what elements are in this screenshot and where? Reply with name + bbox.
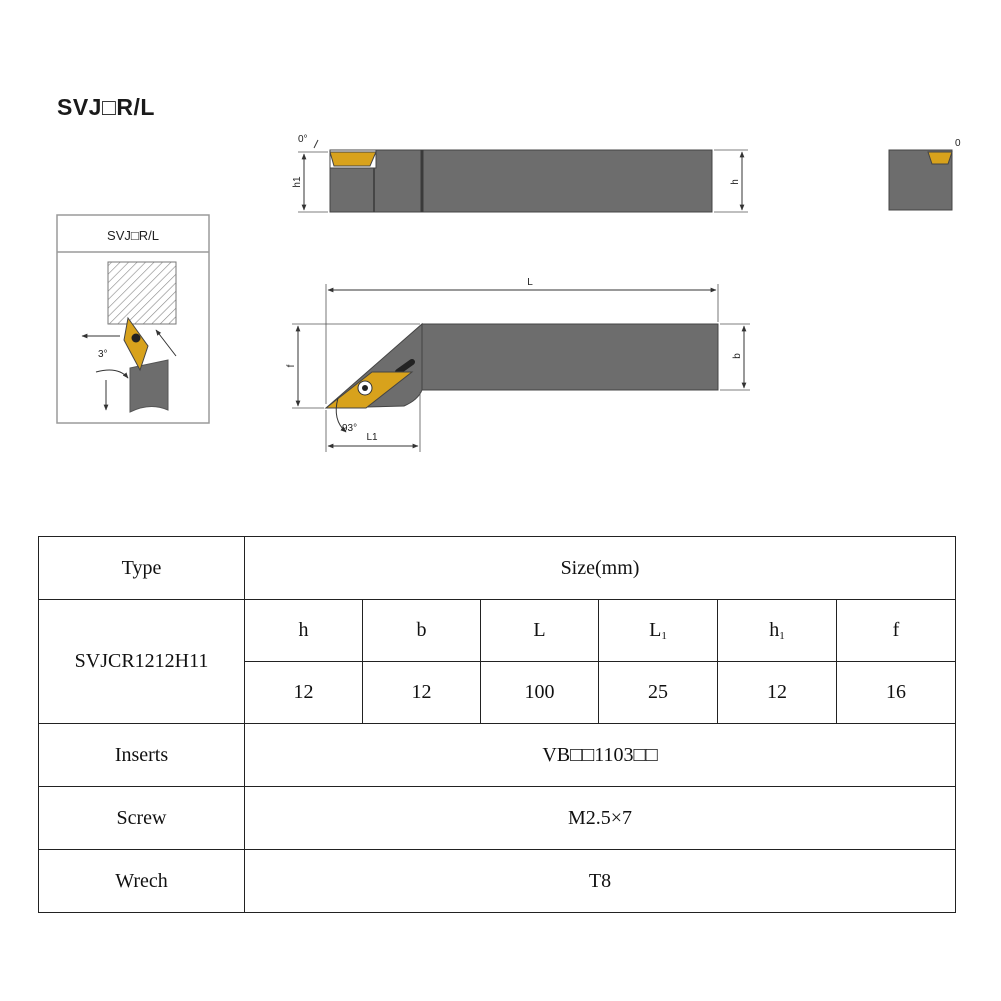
value-cell: 12 <box>717 661 837 724</box>
label-lead-angle: 93° <box>342 423 357 434</box>
inset-title: SVJ□R/L <box>107 228 159 243</box>
inset-shank <box>129 359 169 413</box>
top-view: L b f L1 93° <box>286 277 750 452</box>
tool-drawing: SVJ□R/L 3° h1 0° h 0 <box>56 134 961 452</box>
table-row: 12 12 100 25 12 16 <box>39 661 956 724</box>
table-row: Screw M2.5×7 <box>38 786 956 850</box>
size-header: Size(mm) <box>244 536 956 600</box>
model-cell: SVJCR1212H11 <box>38 599 245 724</box>
inset-insert <box>123 316 149 372</box>
inset-panel: SVJ□R/L 3° <box>56 214 210 424</box>
screw-label: Screw <box>38 786 245 850</box>
type-header: Type <box>38 536 245 600</box>
label-top-angle: 0° <box>298 134 308 145</box>
column-header: h1 <box>717 599 837 662</box>
page-title: SVJ□R/L <box>57 94 155 120</box>
inset-screw-icon <box>131 333 141 343</box>
table-row: SVJCR1212H11 h b L L1 h1 f <box>38 599 956 724</box>
side-insert <box>329 151 377 167</box>
value-cell: 100 <box>480 661 599 724</box>
top-head <box>324 322 423 409</box>
column-header: b <box>362 599 481 662</box>
column-header: L1 <box>598 599 718 662</box>
label-end-angle: 0 <box>955 138 961 149</box>
side-shank <box>329 149 713 213</box>
label-L1: L1 <box>366 432 378 443</box>
label-h1: h1 <box>292 176 303 188</box>
label-L: L <box>527 277 533 288</box>
workpiece-section <box>107 261 177 325</box>
end-insert <box>927 151 953 165</box>
side-view: h1 0° h <box>292 134 748 213</box>
column-header: L <box>480 599 599 662</box>
end-view: 0 <box>888 138 961 211</box>
label-f: f <box>286 364 297 367</box>
column-header: h <box>244 599 363 662</box>
wrench-label: Wrech <box>38 849 245 913</box>
inserts-value: VB□□1103□□ <box>244 723 956 787</box>
value-cell: 25 <box>598 661 718 724</box>
table-row: Inserts VB□□1103□□ <box>38 723 956 787</box>
screw-value: M2.5×7 <box>244 786 956 850</box>
value-cell: 16 <box>836 661 956 724</box>
table-row: Wrech T8 <box>38 849 956 913</box>
value-cell: 12 <box>244 661 363 724</box>
label-clearance-angle: 3° <box>98 349 108 360</box>
label-h: h <box>730 179 741 185</box>
label-b: b <box>732 353 743 359</box>
spec-table: Type Size(mm) SVJCR1212H11 h b L L1 h1 f… <box>38 536 956 913</box>
column-header: f <box>836 599 956 662</box>
table-row: Type Size(mm) <box>38 536 956 600</box>
top-shank <box>421 323 719 391</box>
inserts-label: Inserts <box>38 723 245 787</box>
wrench-value: T8 <box>244 849 956 913</box>
value-cell: 12 <box>362 661 481 724</box>
